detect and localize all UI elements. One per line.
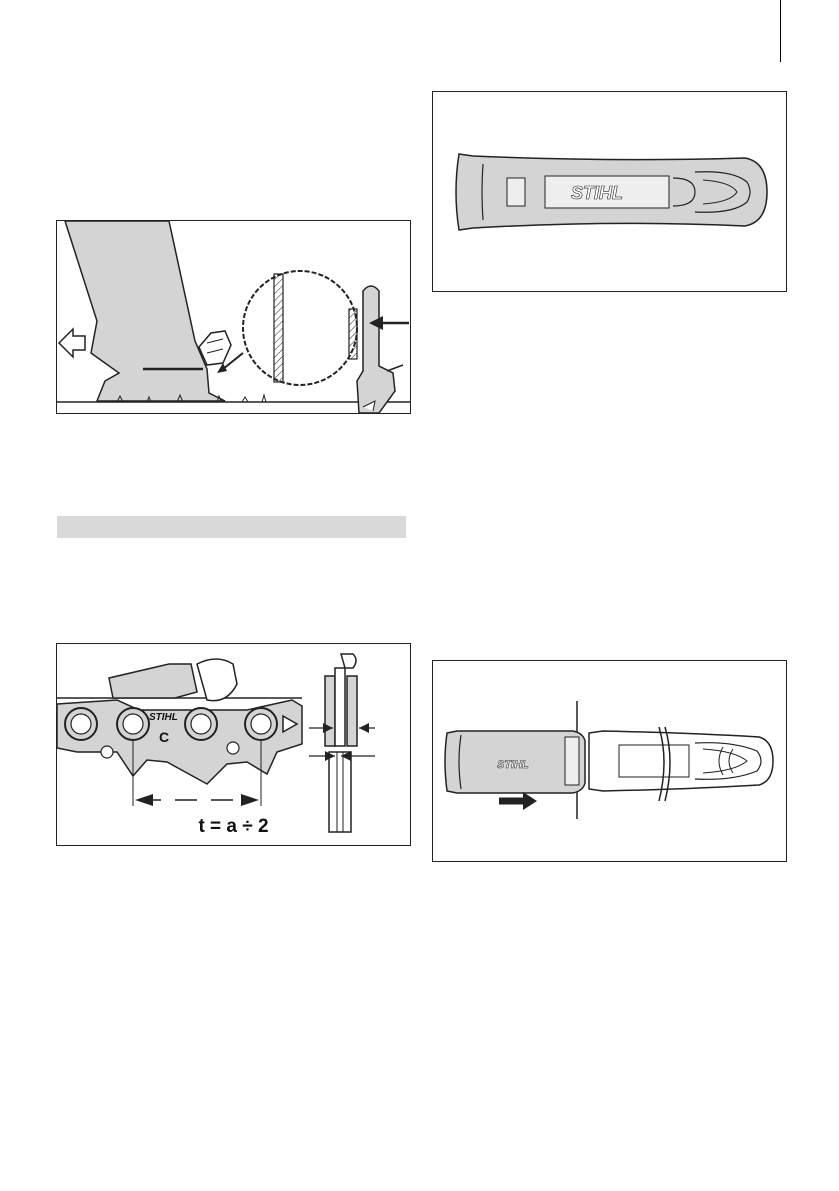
felling-drawing: [57, 221, 411, 414]
scabbard-logo: STIHL: [571, 183, 623, 203]
chain-pitch-illustration: STIHL C t = a ÷ 2: [56, 643, 411, 846]
tree-trunk: [65, 221, 225, 401]
guide-bar: [589, 731, 773, 791]
saw-bar: [357, 286, 395, 413]
felling-illustration: [56, 220, 411, 414]
scabbard-fit-drawing: STIHL: [433, 661, 787, 862]
scabbard-drawing: STIHL: [433, 92, 787, 292]
detail-circle: [243, 271, 357, 385]
chain-side-view: [309, 654, 375, 832]
scabbard-fit-illustration: STIHL: [432, 660, 787, 862]
cutter-tooth: [109, 664, 197, 698]
page-cut-line: [780, 0, 781, 62]
section-heading-bar: [57, 516, 406, 538]
pitch-formula: t = a ÷ 2: [57, 816, 410, 838]
chain-link-letter: C: [159, 729, 169, 745]
slide-direction-arrow-icon: [523, 792, 537, 810]
fall-direction-arrow-icon: [59, 329, 85, 357]
scabbard-fit-logo: STIHL: [497, 759, 529, 771]
chain-logo: STIHL: [149, 712, 178, 723]
scabbard-illustration: STIHL: [432, 91, 787, 292]
